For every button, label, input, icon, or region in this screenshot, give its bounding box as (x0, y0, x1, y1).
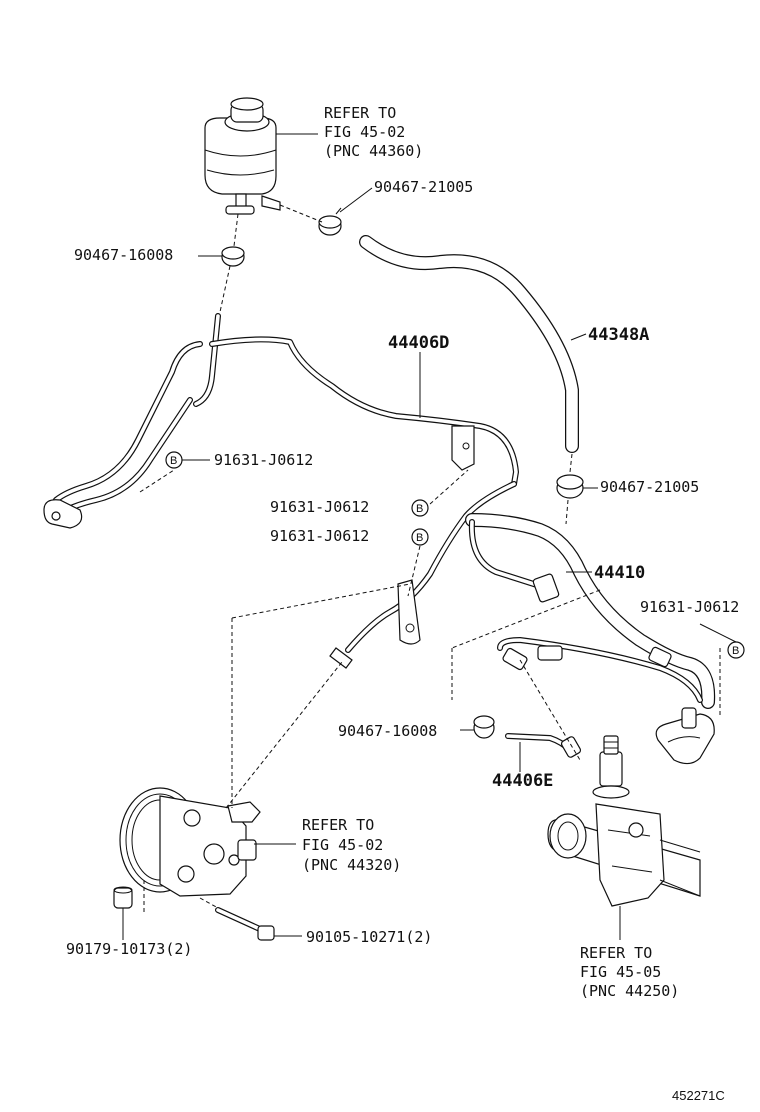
figure-id: 452271C (672, 1088, 725, 1103)
label-bolt-left[interactable]: 91631-J0612 (214, 451, 313, 469)
return-tube-44410[interactable] (465, 513, 716, 765)
label-pressure-hose[interactable]: 44406D (388, 333, 449, 353)
gear-refer-line3: (PNC 44250) (580, 982, 679, 1000)
label-clamp-mid-right[interactable]: 90467-21005 (600, 478, 699, 496)
gear-refer-line1: REFER TO (580, 944, 652, 962)
reservoir-refer-line3: (PNC 44360) (324, 142, 423, 160)
svg-text:B: B (416, 503, 423, 515)
label-hose-lower[interactable]: 44406E (492, 771, 553, 791)
label-bolt-mid2[interactable]: 91631-J0612 (270, 527, 369, 545)
marker-b-right: B (727, 641, 745, 659)
pump-refer-line3: (PNC 44320) (302, 856, 401, 874)
clamp-top-left[interactable] (221, 246, 245, 267)
svg-text:B: B (732, 645, 739, 657)
hose-44406E[interactable] (505, 733, 582, 759)
gear-refer-line2: FIG 45-05 (580, 963, 661, 981)
svg-text:B: B (416, 532, 423, 544)
pressure-hose-44406D[interactable] (43, 313, 519, 669)
marker-b-left: B (165, 451, 183, 469)
reservoir-refer-line1: REFER TO (324, 104, 396, 122)
nut-90179-10173[interactable] (113, 886, 133, 909)
label-pump-bolt[interactable]: 90105-10271(2) (306, 928, 432, 946)
clamp-lower[interactable] (473, 715, 495, 739)
label-return-hose[interactable]: 44348A (588, 325, 649, 345)
svg-text:B: B (170, 455, 177, 467)
marker-b-mid1: B (411, 499, 429, 517)
reservoir-refer-line2: FIG 45-02 (324, 123, 405, 141)
label-clamp-top-left[interactable]: 90467-16008 (74, 246, 173, 264)
return-hose-44348A[interactable] (359, 235, 579, 453)
label-clamp-lower[interactable]: 90467-16008 (338, 722, 437, 740)
clamp-mid-right[interactable] (556, 474, 584, 499)
pump-refer-line2: FIG 45-02 (302, 836, 383, 854)
power-steering-pump[interactable] (119, 787, 261, 897)
clamp-top-right[interactable] (318, 207, 342, 236)
label-return-tube[interactable]: 44410 (594, 563, 645, 583)
label-bolt-right[interactable]: 91631-J0612 (640, 598, 739, 616)
reservoir-tank[interactable] (204, 97, 281, 215)
label-pump-nut[interactable]: 90179-10173(2) (66, 940, 192, 958)
steering-gear[interactable] (547, 735, 701, 907)
bolt-90105-10271[interactable] (215, 907, 275, 941)
label-clamp-top-right[interactable]: 90467-21005 (374, 178, 473, 196)
marker-b-mid2: B (411, 528, 429, 546)
label-bolt-mid1[interactable]: 91631-J0612 (270, 498, 369, 516)
pump-refer-line1: REFER TO (302, 816, 374, 834)
